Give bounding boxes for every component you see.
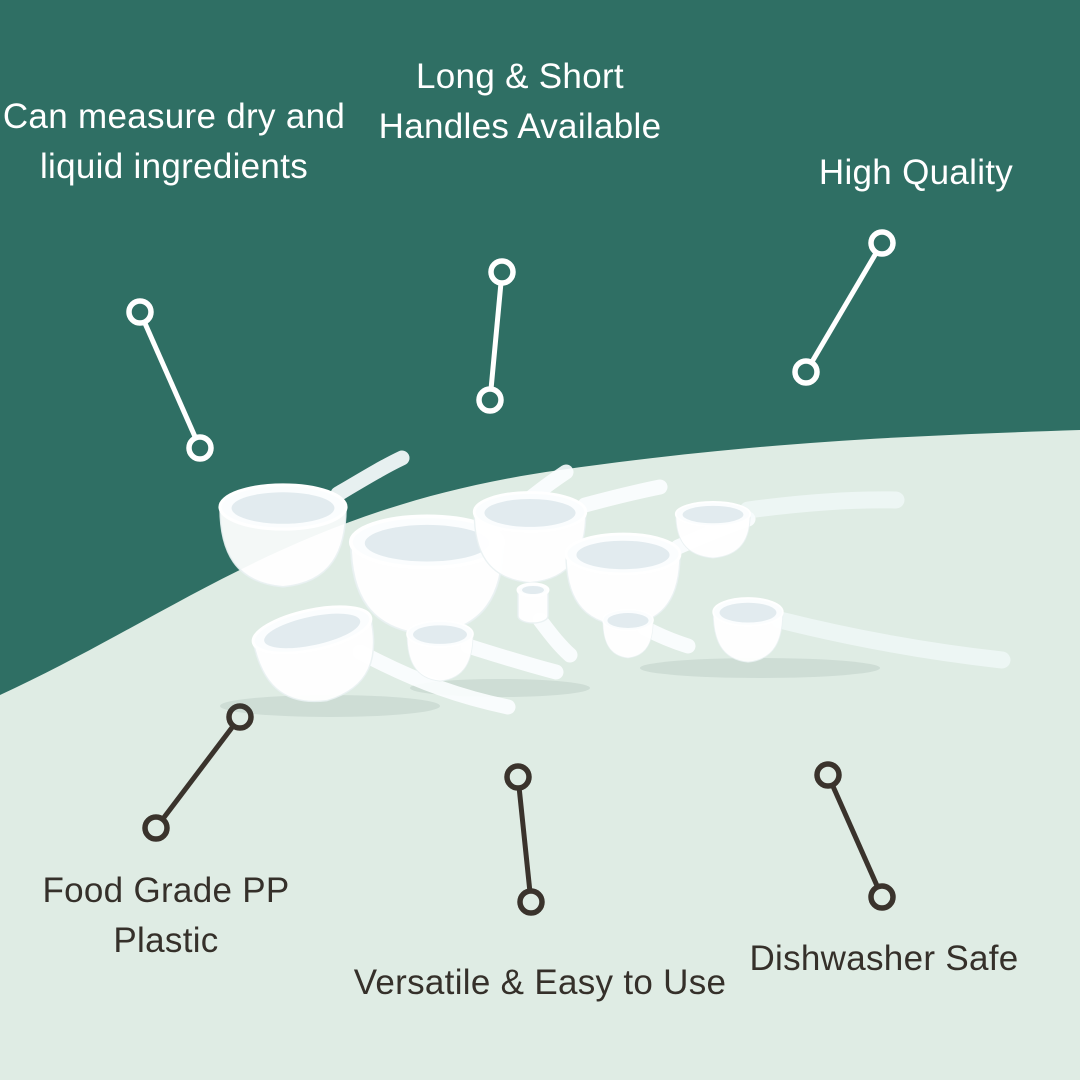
callout-food-grade: Food Grade PP Plastic (42, 871, 290, 960)
connector-top-left (126, 298, 214, 462)
connector-bottom-center (504, 763, 545, 916)
callout-high-quality: High Quality (818, 153, 1014, 192)
callout-versatile: Versatile & Easy to Use (353, 963, 727, 1002)
small-cylinder-scoop (516, 582, 550, 624)
connector-bottom-right (814, 761, 896, 911)
callout-handles-available: Long & Short Handles Available (378, 57, 662, 146)
connector-bottom-left (142, 703, 254, 842)
connector-top-right (792, 229, 896, 386)
callout-dishwasher-safe: Dishwasher Safe (749, 939, 1019, 978)
connector-top-center (476, 258, 516, 414)
callout-measure-ingredients: Can measure dry and liquid ingredients (2, 97, 346, 186)
